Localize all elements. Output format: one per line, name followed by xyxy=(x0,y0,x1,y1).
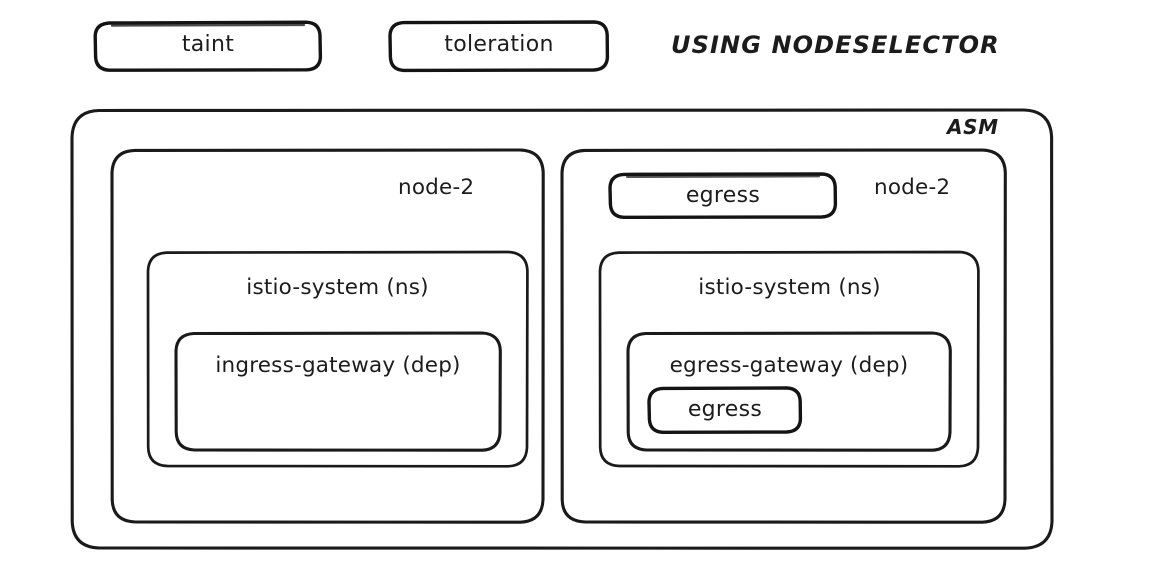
deployment-left[interactable] xyxy=(176,333,501,451)
node-left-label: node-2 xyxy=(398,175,475,200)
page-title: USING NODESELECTOR xyxy=(671,31,1000,59)
node-right-taint-chip[interactable] xyxy=(610,174,836,218)
legend-toleration-label: toleration xyxy=(444,32,554,57)
pod-toleration-chip[interactable] xyxy=(649,388,801,433)
legend-toleration-chip[interactable] xyxy=(390,22,608,71)
deployment-left-label: ingress-gateway (dep) xyxy=(215,353,461,378)
deployment-right-label: egress-gateway (dep) xyxy=(669,353,909,378)
asm-container-label: ASM xyxy=(947,115,999,139)
namespace-left-label: istio-system (ns) xyxy=(246,275,429,300)
node-right-taint-label: egress xyxy=(685,183,761,208)
node-right-label: node-2 xyxy=(874,175,951,200)
namespace-right-label: istio-system (ns) xyxy=(698,275,881,300)
pod-toleration-label: egress xyxy=(687,397,763,422)
legend-taint-chip[interactable] xyxy=(95,22,321,71)
legend-taint-label: taint xyxy=(181,32,235,57)
